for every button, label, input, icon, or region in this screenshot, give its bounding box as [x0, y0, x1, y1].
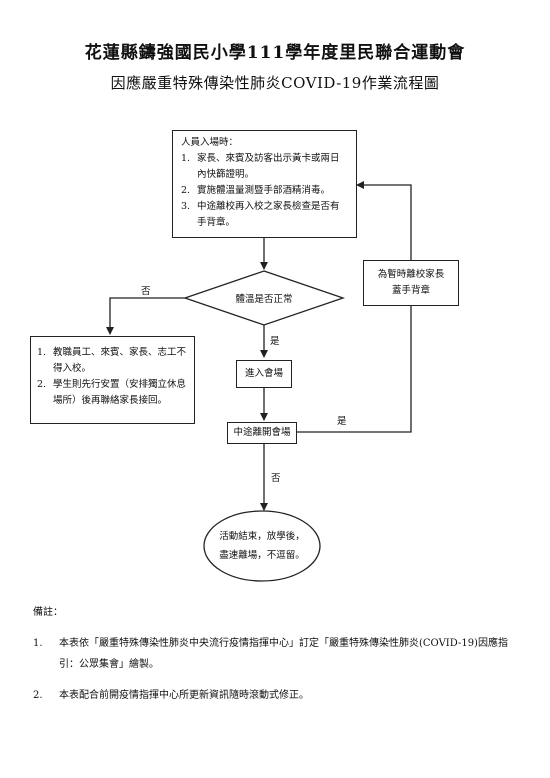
abnormal-temperature-box: 1. 教職員工、來賓、家長、志工不得入校。 2. 學生則先行安置（安排獨立休息場…: [30, 336, 195, 424]
abnormal-item: 2. 學生則先行安置（安排獨立休息場所）後再聯絡家長接回。: [37, 379, 187, 406]
leave-no-label: 否: [271, 473, 281, 484]
entry-box-heading: 人員入場時：: [181, 137, 239, 148]
abnormal-item: 1. 教職員工、來賓、家長、志工不得入校。: [37, 347, 187, 374]
entry-checkpoint-box: 人員入場時： 1. 家長、來賓及訪客出示黃卡或兩日內快篩證明。 2. 實施體溫量…: [172, 130, 357, 238]
decision-yes-label: 是: [270, 336, 280, 347]
enter-venue-box: 進入會場: [236, 360, 292, 388]
notes-heading: 備註：: [33, 607, 63, 618]
end-text: 活動結束，放學後， 盡速離場，不逗留。: [204, 527, 320, 565]
leave-midway-box: 中途離開會場: [227, 422, 297, 444]
document-title: 花蓮縣鑄強國民小學111學年度里民聯合運動會: [84, 43, 466, 63]
entry-item: 3. 中途離校再入校之家長檢查是否有手背章。: [181, 201, 340, 228]
arrow-leave-yes: [297, 306, 412, 433]
hand-stamp-box: 為暫時離校家長 蓋手背章: [363, 260, 459, 306]
stamp-line2: 蓋手背章: [391, 285, 430, 296]
leave-yes-label: 是: [337, 416, 347, 427]
note-item: 2. 本表配合前開疫情指揮中心所更新資訊隨時滾動式修正。: [33, 690, 309, 701]
decision-no-label: 否: [141, 286, 151, 297]
flowchart-connectors: [106, 181, 412, 582]
decision-label: 體溫是否正常: [235, 294, 293, 305]
end-line1: 活動結束，放學後，: [219, 531, 305, 542]
document-subtitle: 因應嚴重特殊傳染性肺炎COVID-19作業流程圖: [110, 74, 440, 92]
entry-item: 1. 家長、來賓及訪客出示黃卡或兩日內快篩證明。: [181, 153, 340, 180]
end-ellipse: [203, 510, 321, 582]
stamp-line1: 為暫時離校家長: [377, 269, 445, 280]
arrow-decision-no: [106, 297, 185, 335]
arrow-stamp-to-entry: [356, 181, 412, 260]
note-item: 1. 本表依「嚴重特殊傳染性肺炎中央流行疫情指揮中心」訂定「嚴重特殊傳染性肺炎(…: [33, 638, 508, 670]
notes-section: 備註： 1. 本表依「嚴重特殊傳染性肺炎中央流行疫情指揮中心」訂定「嚴重特殊傳染…: [33, 602, 523, 706]
entry-item: 2. 實施體溫量測暨手部酒精消毒。: [181, 185, 331, 196]
end-line2: 盡速離場，不逗留。: [219, 550, 305, 561]
